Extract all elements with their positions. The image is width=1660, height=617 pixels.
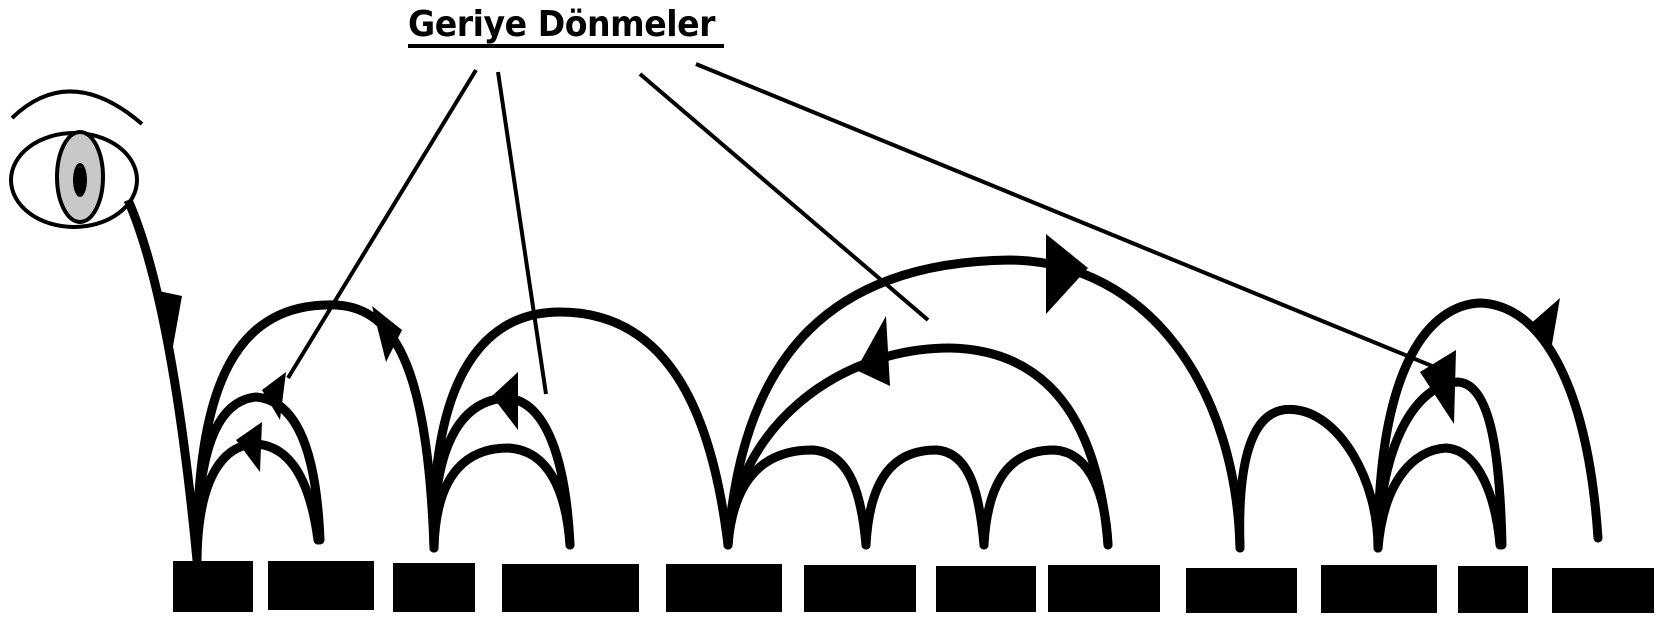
word-block — [936, 566, 1036, 612]
word-block — [1048, 565, 1160, 612]
word-block — [173, 561, 253, 612]
regression-arcs — [197, 348, 1502, 560]
pointer-lines — [288, 64, 1432, 394]
arrow-head-icon — [492, 372, 518, 430]
word-block — [268, 561, 374, 610]
word-block — [393, 563, 475, 612]
arrow-head-icon — [1046, 234, 1088, 314]
arrow-head-icon — [1528, 298, 1560, 356]
word-blocks — [173, 561, 1654, 613]
word-block — [804, 565, 916, 612]
arrow-head-icon — [1420, 350, 1456, 424]
word-block — [502, 564, 639, 612]
word-block — [1186, 568, 1297, 613]
word-block — [1552, 568, 1654, 613]
word-block — [1321, 565, 1437, 613]
word-block — [666, 564, 782, 612]
word-block — [1458, 566, 1528, 613]
gaze-line — [128, 200, 197, 560]
arrow-head-icon — [856, 316, 890, 386]
eye-icon — [11, 91, 142, 227]
